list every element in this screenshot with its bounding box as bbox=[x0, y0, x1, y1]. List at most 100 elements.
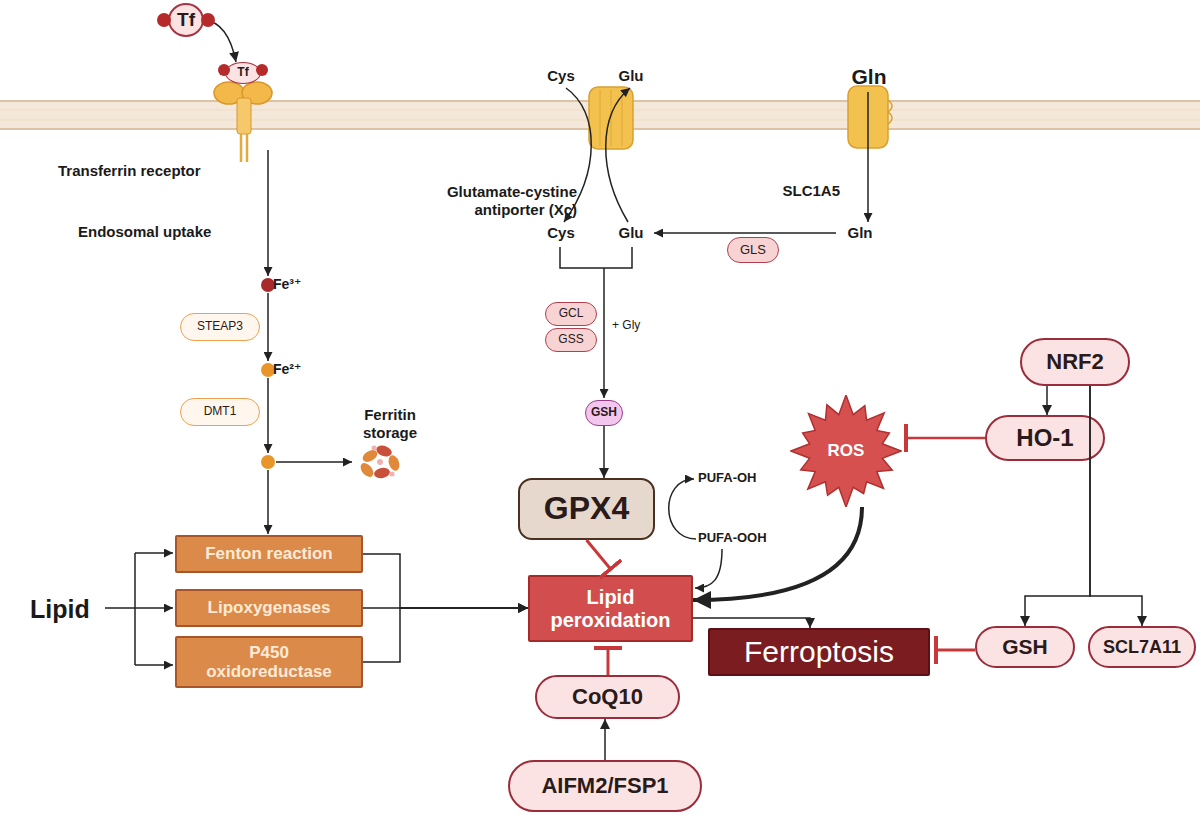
protein-circle: Tf bbox=[225, 62, 261, 84]
pathway-arrow bbox=[267, 470, 269, 534]
connector bbox=[607, 648, 610, 675]
ferritin-iron bbox=[390, 472, 395, 477]
node-text: AIFM2/FSP1 bbox=[541, 774, 668, 799]
process-box: P450 oxidoreductase bbox=[175, 636, 363, 688]
ros-starburst: ROS bbox=[790, 395, 902, 507]
transport-arrow bbox=[867, 92, 869, 222]
connector bbox=[693, 618, 810, 628]
iron-dot bbox=[256, 64, 268, 76]
metabolite-pill: GSH bbox=[585, 400, 623, 426]
enzyme-pill: DMT1 bbox=[180, 398, 260, 426]
connector bbox=[363, 608, 528, 662]
text-label: Gln bbox=[838, 224, 882, 242]
enzyme-box: GPX4 bbox=[518, 478, 655, 540]
enzyme-pill: GLS bbox=[727, 237, 779, 263]
regulator-pill: SCL7A11 bbox=[1088, 626, 1196, 668]
outcome-box: Ferroptosis bbox=[708, 628, 930, 676]
node-text: DMT1 bbox=[204, 405, 237, 418]
pathway-arrow bbox=[105, 607, 173, 609]
text-label: SLC1A5 bbox=[740, 182, 840, 200]
ferritin-iron bbox=[372, 446, 377, 451]
ferritin-iron bbox=[377, 459, 383, 465]
node-text: Lipid peroxidation bbox=[530, 586, 691, 631]
node-text: GSH bbox=[1002, 635, 1048, 659]
protein-loop bbox=[888, 100, 892, 124]
text-label: PUFA-OOH bbox=[698, 530, 798, 546]
pathway-arrow bbox=[695, 549, 722, 588]
ferritin-subunit bbox=[358, 461, 376, 480]
text-label: Glutamate-cystine antiporter (Xc) bbox=[385, 183, 577, 219]
enzyme-pill: GCL bbox=[545, 302, 597, 326]
transport-arrow bbox=[606, 88, 630, 222]
text-label: Fe³⁺ bbox=[273, 276, 323, 293]
connector bbox=[1090, 386, 1142, 626]
node-text: CoQ10 bbox=[572, 685, 643, 710]
text-label: Cys bbox=[540, 224, 582, 242]
protein-helix bbox=[622, 90, 623, 146]
pathway-arrow bbox=[267, 293, 269, 361]
receptor-stem bbox=[246, 134, 249, 162]
node-text: P450 oxidoreductase bbox=[203, 643, 335, 681]
connector bbox=[906, 437, 985, 440]
protein-helix bbox=[600, 90, 601, 146]
enzyme-pill: STEAP3 bbox=[180, 313, 260, 341]
node-text: Tf bbox=[177, 9, 195, 30]
regulator-pill: HO-1 bbox=[985, 415, 1105, 461]
pathway-arrow bbox=[276, 461, 352, 463]
connector bbox=[603, 426, 605, 478]
text-label: Endosomal uptake bbox=[78, 223, 278, 241]
node-text: Ferroptosis bbox=[744, 635, 894, 669]
node-text: Tf bbox=[237, 66, 248, 79]
node-text: STEAP3 bbox=[197, 320, 243, 333]
antiporter-protein bbox=[589, 87, 633, 149]
process-box: Lipoxygenases bbox=[175, 589, 363, 627]
iron-dot bbox=[218, 64, 230, 76]
protein-circle: Tf bbox=[168, 3, 204, 37]
branch-line bbox=[134, 553, 136, 665]
node-text: GSS bbox=[558, 333, 583, 346]
pathway-arrow bbox=[654, 232, 836, 234]
enzyme-pill: GSS bbox=[545, 328, 597, 352]
text-label: Glu bbox=[610, 224, 652, 242]
receptor-transmembrane bbox=[237, 98, 251, 134]
connector bbox=[693, 507, 862, 600]
starburst-shape bbox=[791, 395, 901, 507]
pathway-arrow bbox=[135, 664, 173, 666]
pathway-arrow bbox=[267, 150, 269, 276]
merge-bracket bbox=[560, 247, 632, 268]
node-text: SCL7A11 bbox=[1103, 637, 1181, 657]
connector bbox=[363, 554, 528, 608]
connector bbox=[587, 540, 611, 569]
connector bbox=[363, 607, 528, 609]
text-label: + Gly bbox=[612, 318, 672, 332]
receptor-stem bbox=[240, 134, 243, 162]
text-label: Cys bbox=[540, 67, 582, 85]
regulator-pill: CoQ10 bbox=[535, 675, 680, 719]
text-label: Lipid bbox=[30, 594, 110, 624]
connector bbox=[936, 649, 975, 652]
process-box: Lipid peroxidation bbox=[528, 575, 693, 642]
regulator-pill: NRF2 bbox=[1020, 338, 1130, 386]
node-text: GLS bbox=[740, 243, 766, 258]
iron-dot bbox=[157, 13, 171, 27]
node-text: GSH bbox=[591, 406, 617, 419]
ferritin-subunit bbox=[373, 467, 390, 480]
redox-cycle-arrow bbox=[669, 479, 696, 539]
iron-dot bbox=[261, 278, 275, 292]
ferritin-subunit bbox=[387, 454, 402, 472]
text-label: Glu bbox=[610, 67, 652, 85]
iron-dot bbox=[261, 455, 275, 469]
node-text: ROS bbox=[828, 441, 865, 460]
text-label: Fe²⁺ bbox=[273, 361, 323, 378]
node-text: Fenton reaction bbox=[205, 544, 333, 563]
pathway-arrow bbox=[603, 268, 605, 398]
process-box: Fenton reaction bbox=[175, 535, 363, 573]
text-label: Ferritin storage bbox=[345, 406, 435, 442]
node-text: HO-1 bbox=[1016, 425, 1073, 452]
node-text: Lipoxygenases bbox=[208, 598, 331, 617]
connector bbox=[1025, 386, 1090, 626]
iron-dot bbox=[201, 13, 215, 27]
iron-dot bbox=[261, 363, 275, 377]
